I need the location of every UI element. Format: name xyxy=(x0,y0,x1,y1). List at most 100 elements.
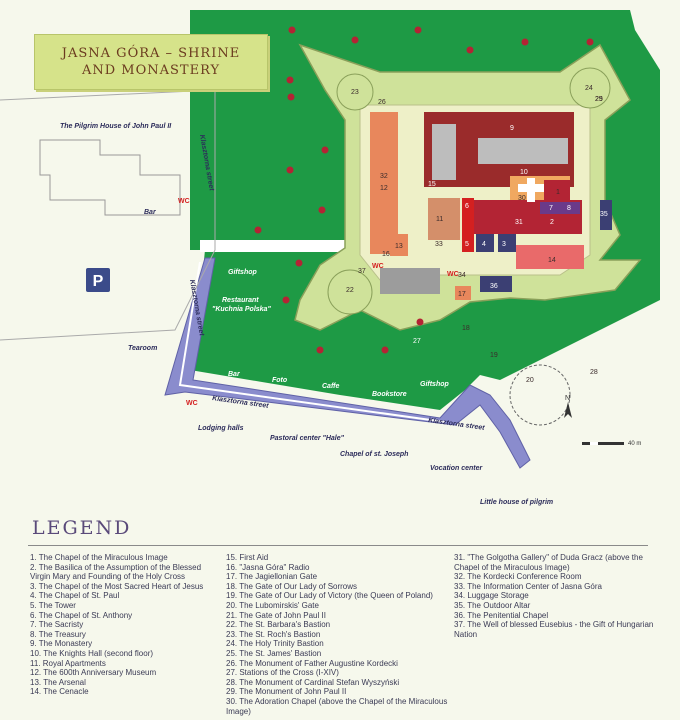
marker-21: 21 xyxy=(332,245,340,252)
marker-7: 7 xyxy=(549,205,553,212)
legend-item: 3. The Chapel of the Most Sacred Heart o… xyxy=(30,581,204,591)
marker-20: 20 xyxy=(526,377,534,384)
legend-item: 10. The Knights Hall (second floor) xyxy=(30,648,154,658)
label-giftshop-1: Giftshop xyxy=(228,269,257,276)
marker-5: 5 xyxy=(465,241,469,248)
marker-34: 34 xyxy=(458,272,466,279)
marker-13: 13 xyxy=(395,243,403,250)
marker-10: 10 xyxy=(520,169,528,176)
marker-23: 23 xyxy=(351,89,359,96)
legend-item: 21. The Gate of John Paul II xyxy=(226,610,326,620)
marker-12: 12 xyxy=(380,185,388,192)
scale-bar xyxy=(582,442,624,445)
legend-item: 24. The Holy Trinity Bastion xyxy=(226,639,324,649)
legend-item: 12. The 600th Anniversary Museum xyxy=(30,668,157,678)
marker-31: 31 xyxy=(515,219,523,226)
legend-item: 5. The Tower xyxy=(30,600,76,610)
marker-8: 8 xyxy=(567,205,571,212)
monastery-court-1 xyxy=(432,124,456,180)
marker-4: 4 xyxy=(482,241,486,248)
title-line-1: JASNA GÓRA – SHRINE xyxy=(61,46,241,61)
penitential-chapel xyxy=(480,276,512,292)
sacristy-treasury xyxy=(540,202,580,214)
marker-29: 29 xyxy=(595,96,603,103)
parking-label: P xyxy=(93,273,104,290)
marker-16: 16 xyxy=(382,251,390,258)
marker-19: 19 xyxy=(490,352,498,359)
legend-item: 36. The Penitential Chapel xyxy=(454,610,549,620)
pilgrim-house-outline xyxy=(39,139,181,216)
marker-3: 3 xyxy=(502,241,506,248)
legend-item: 27. Stations of the Cross (I-XIV) xyxy=(226,668,339,678)
marker-17: 17 xyxy=(458,291,466,298)
legend-item: 15. First Aid xyxy=(226,553,269,562)
marker-26: 26 xyxy=(378,99,386,106)
marker-36: 36 xyxy=(490,283,498,290)
label-restaurant-2: "Kuchnia Polska" xyxy=(212,306,271,313)
legend-item: 11. Royal Apartments xyxy=(30,658,106,668)
marker-24: 24 xyxy=(585,85,593,92)
legend-item: 31. "The Golgotha Gallery" of Duda Gracz… xyxy=(454,553,643,572)
legend-item: 6. The Chapel of St. Anthony xyxy=(30,610,133,620)
legend-item: 18. The Gate of Our Lady of Sorrows xyxy=(226,581,358,591)
scale-bar-gap xyxy=(590,442,598,445)
legend-item: 30. The Adoration Chapel (above the Chap… xyxy=(226,696,448,716)
marker-32: 32 xyxy=(380,173,388,180)
legend-item: 37. The Well of blessed Eusebius - the G… xyxy=(454,620,654,639)
map-title: JASNA GÓRA – SHRINE AND MONASTERY xyxy=(34,34,268,90)
marker-2: 2 xyxy=(550,219,554,226)
legend-column-3: 31. "The Golgotha Gallery" of Duda Gracz… xyxy=(454,553,664,639)
lubomirski-gate-area xyxy=(509,364,571,426)
marker-6: 6 xyxy=(465,203,469,210)
outdoor-altar xyxy=(600,200,612,230)
label-little-house: Little house of pilgrim xyxy=(480,499,553,506)
label-bar-bottom: Bar xyxy=(228,371,241,378)
chapel-sacred-heart xyxy=(498,234,516,252)
legend-item: 1. The Chapel of the Miraculous Image xyxy=(30,553,168,562)
marker-37: 37 xyxy=(358,268,366,275)
tree-markers xyxy=(254,26,594,354)
label-wc-inner-2: WC xyxy=(447,271,459,278)
legend-item: 9. The Monastery xyxy=(30,639,93,649)
legend-item: 25. The St. James' Bastion xyxy=(226,648,322,658)
legend-item: 28. The Monument of Cardinal Stefan Wysz… xyxy=(226,677,400,687)
marker-27: 27 xyxy=(413,338,421,345)
marker-9: 9 xyxy=(510,125,514,132)
legend-item: 22. The St. Barbara's Bastion xyxy=(226,620,331,630)
label-lodging: Lodging halls xyxy=(198,425,244,432)
legend-item: 16. "Jasna Góra" Radio xyxy=(226,562,310,572)
legend-heading: LEGEND xyxy=(32,517,132,539)
cenacle xyxy=(516,245,584,269)
marker-1: 1 xyxy=(556,189,560,196)
legend-item: 26. The Monument of Father Augustine Kor… xyxy=(226,658,398,668)
legend-item: 17. The Jagiellonian Gate xyxy=(226,572,318,582)
label-giftshop-2: Giftshop xyxy=(420,381,449,388)
north-label: N xyxy=(565,395,570,402)
label-wc-inner-1: WC xyxy=(372,263,384,270)
legend-item: 8. The Treasury xyxy=(30,629,86,639)
scale-label: 40 m xyxy=(628,441,641,447)
label-bar-top: Bar xyxy=(144,209,157,216)
legend-item: 20. The Lubomirskis' Gate xyxy=(226,600,319,610)
legend-item: 7. The Sacristy xyxy=(30,620,84,630)
label-pilgrim-house: The Pilgrim House of John Paul II xyxy=(60,123,172,130)
label-bookstore: Bookstore xyxy=(372,391,407,398)
bastion-st-barbara xyxy=(327,269,373,315)
legend-item: 35. The Outdoor Altar xyxy=(454,600,531,610)
label-foto: Foto xyxy=(272,377,288,384)
royal-apartments xyxy=(428,198,460,240)
marker-28: 28 xyxy=(590,369,598,376)
label-wc-bottom: WC xyxy=(186,400,198,407)
city-block-outline xyxy=(0,89,216,341)
bastion-holy-trinity xyxy=(569,67,611,109)
label-pastoral: Pastoral center "Hale" xyxy=(270,435,345,442)
shrine-map: P 1 2 3 4 5 6 7 8 9 10 11 12 13 14 15 16… xyxy=(0,10,660,506)
legend-item: 33. The Information Center of Jasna Góra xyxy=(454,581,602,591)
street-edge xyxy=(178,261,446,423)
legend-item: 23. The St. Roch's Bastion xyxy=(226,629,321,639)
bastion-st-roch xyxy=(336,73,374,111)
gate-21-path xyxy=(200,240,350,252)
parking-sign xyxy=(86,268,110,292)
legend-item: 32. The Kordecki Conference Room xyxy=(454,572,582,582)
